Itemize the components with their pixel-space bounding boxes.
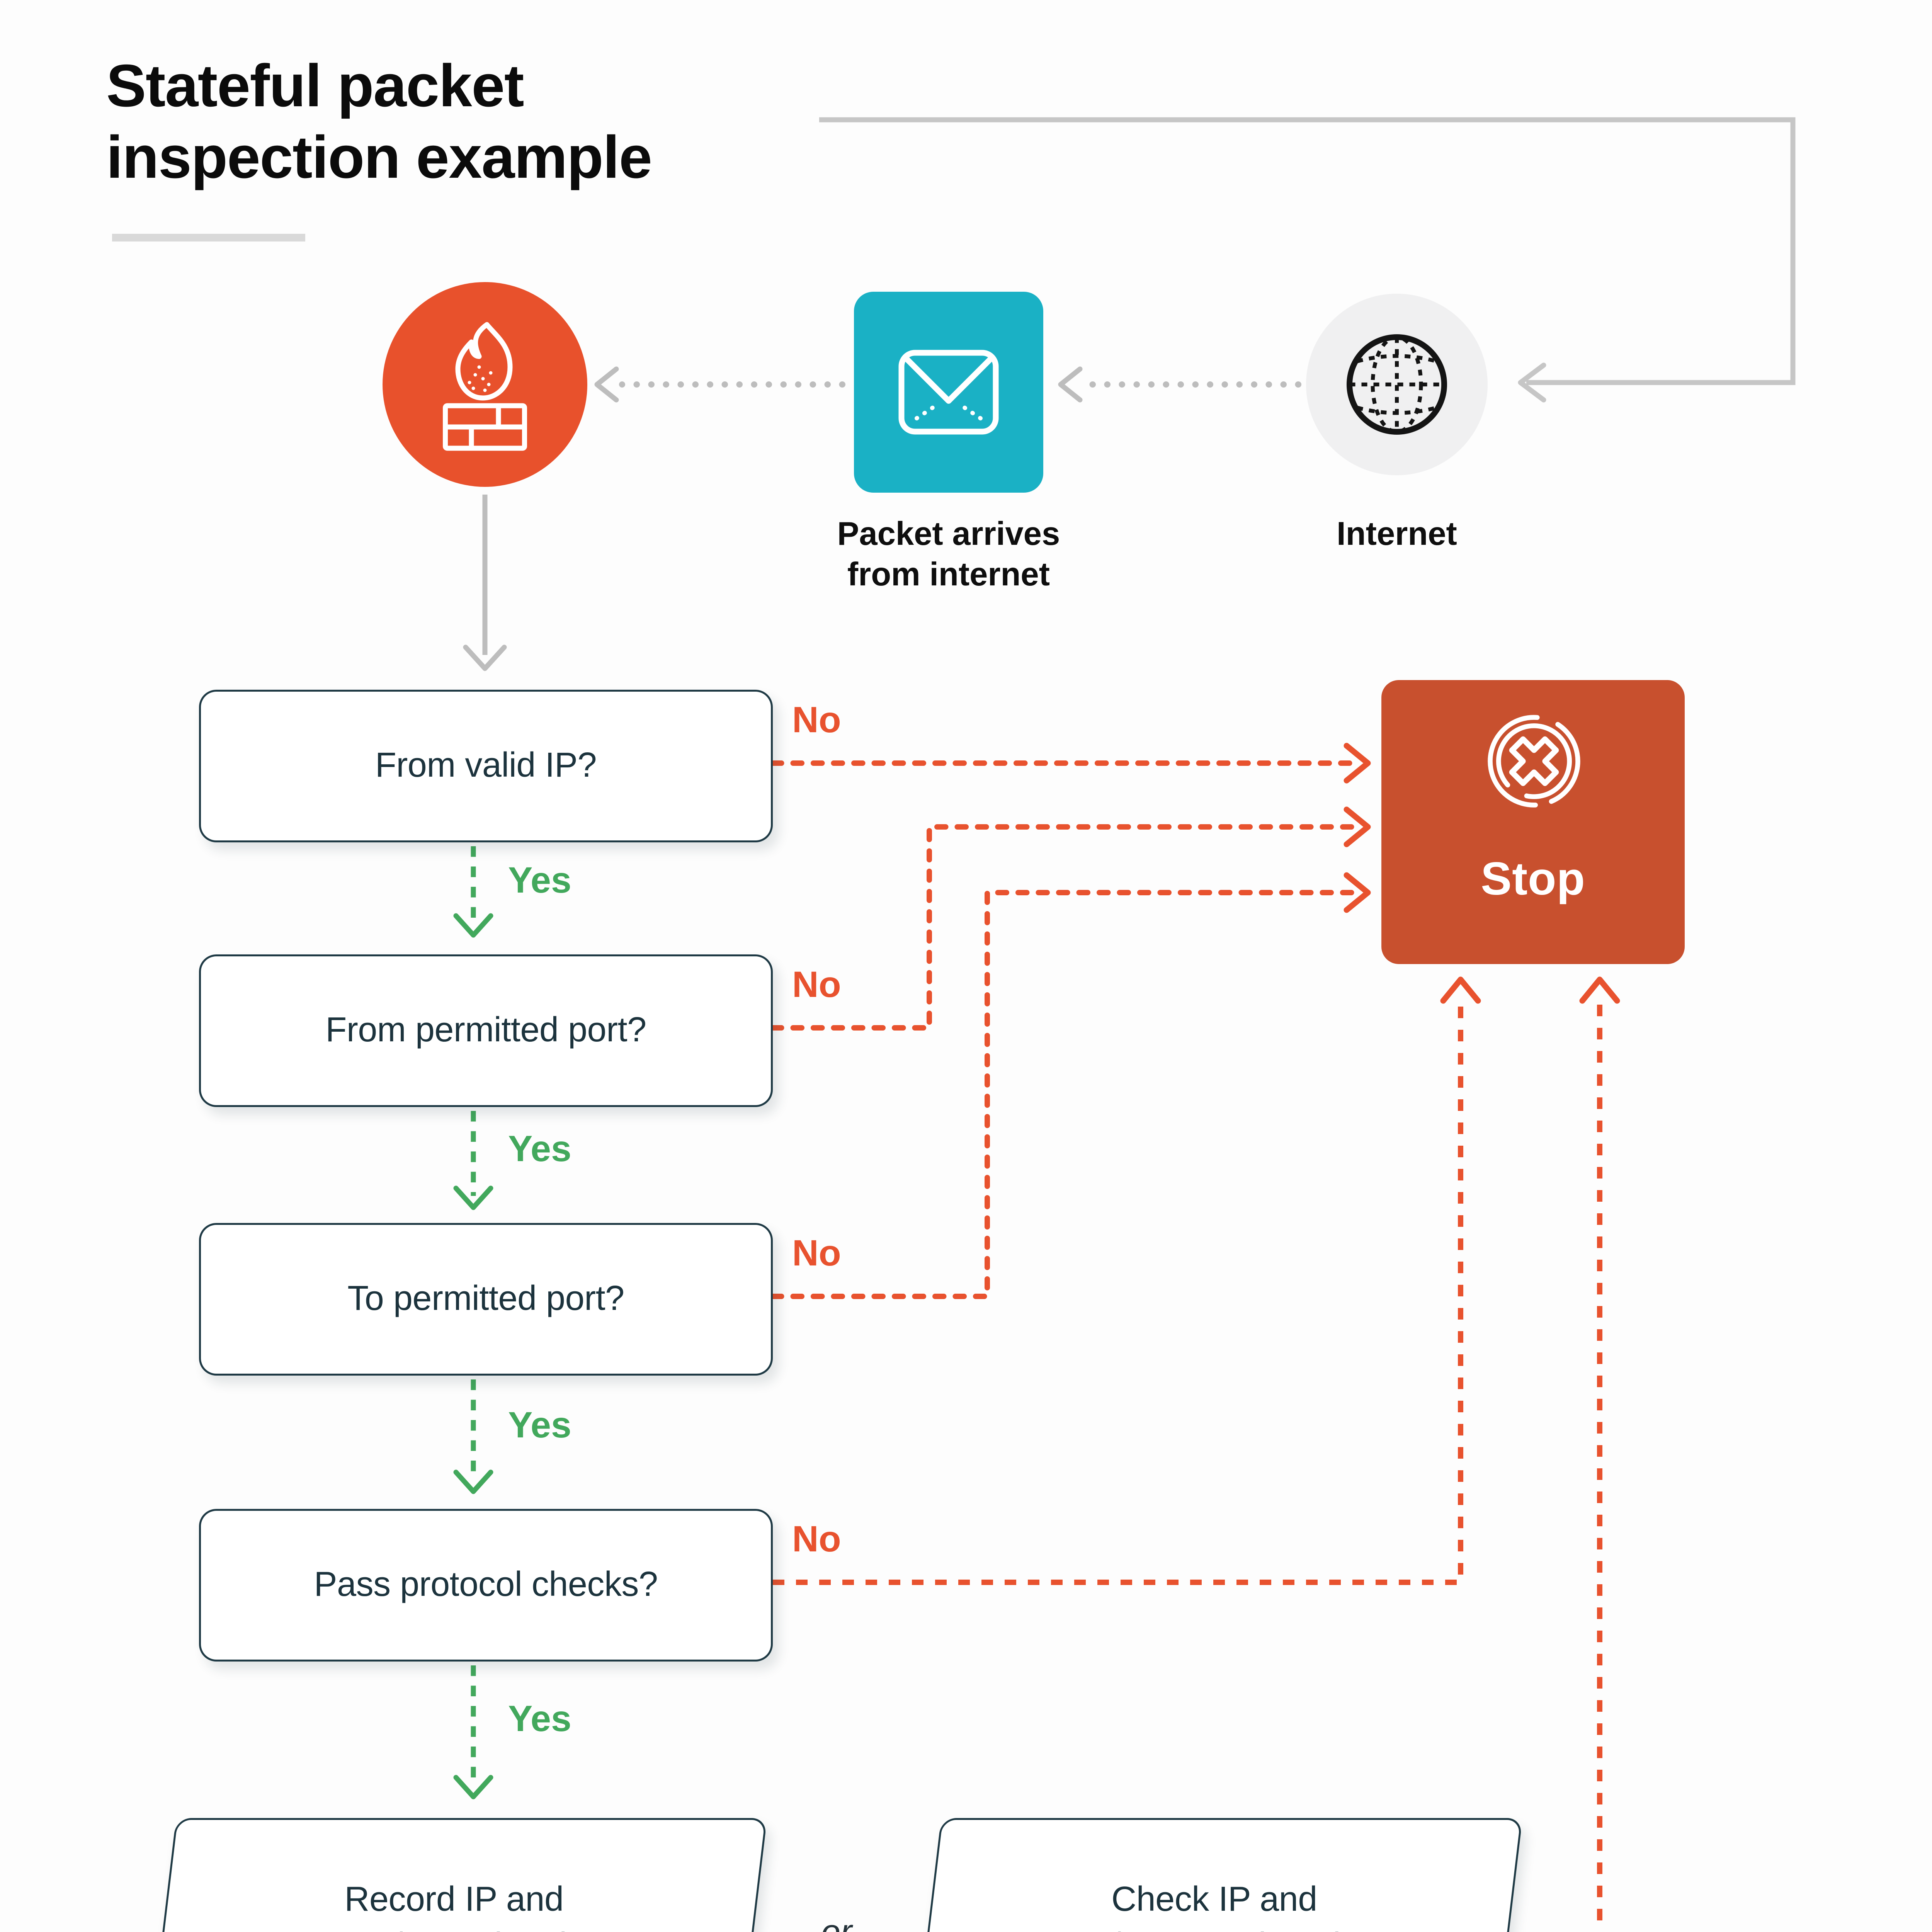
- arrowhead-left-firewall: [594, 366, 619, 403]
- edge-q4-no: [773, 997, 1463, 1585]
- arrowhead-q3-yes: [453, 1469, 493, 1494]
- page-title-line2: inspection example: [106, 124, 652, 191]
- edge-q2-no: [770, 824, 1363, 1031]
- packet-arrives-label-line1: Packet arrives: [837, 516, 1060, 553]
- decision-pass-protocol-checks: Pass protocol checks?: [199, 1509, 773, 1662]
- arrowhead-left-packet: [1058, 366, 1083, 403]
- arrowhead-left-internet: [1518, 362, 1546, 403]
- arrowhead-down-q1: [463, 645, 507, 671]
- internet-label: Internet: [1337, 516, 1457, 553]
- firewall-node: [383, 282, 587, 487]
- q1-no-label: No: [792, 701, 841, 742]
- process-record: Record IP and SYN/ACK data in connection…: [160, 1818, 748, 1932]
- arrowhead-q2-yes: [453, 1185, 493, 1210]
- globe-icon: [1347, 334, 1447, 435]
- title-underline: [112, 234, 305, 242]
- decision-to-permitted-port: To permitted port?: [199, 1223, 773, 1376]
- page-title-line1: Stateful packet: [106, 52, 524, 120]
- arrowhead-q3-no: [1344, 872, 1371, 913]
- packet-arrives-label-line2: from internet: [847, 556, 1050, 594]
- q2-no-label: No: [792, 966, 841, 1007]
- decision-pass-protocol-checks-text: Pass protocol checks?: [314, 1564, 658, 1603]
- q4-yes-label: Yes: [508, 1700, 571, 1741]
- process-check: Check IP and SYN/ACK against data in con…: [925, 1818, 1503, 1932]
- arrowhead-q4-yes: [453, 1775, 493, 1799]
- flame-speckles: [468, 365, 493, 392]
- packet-arrives-label: Packet arrives from internet: [775, 514, 1122, 595]
- envelope-icon: [898, 350, 999, 435]
- process-check-line2: SYN/ACK against data: [1040, 1925, 1388, 1932]
- q3-yes-label: Yes: [508, 1406, 571, 1447]
- q3-no-label: No: [792, 1235, 841, 1275]
- decision-from-valid-ip-text: From valid IP?: [375, 745, 597, 784]
- connector-title-to-internet: [819, 117, 1796, 385]
- arrowhead-q1-yes: [453, 913, 493, 938]
- edge-q3-no: [770, 890, 1363, 1299]
- decision-from-permitted-port-text: From permitted port?: [325, 1010, 646, 1049]
- q1-yes-label: Yes: [508, 862, 571, 902]
- internet-node: [1306, 294, 1488, 475]
- arrowhead-q1-no: [1344, 743, 1371, 784]
- q2-yes-label: Yes: [508, 1130, 571, 1171]
- stop-node: Stop: [1381, 680, 1685, 964]
- arrowhead-q2-no: [1344, 806, 1371, 847]
- stop-circled-x-icon: [1486, 715, 1580, 808]
- process-check-line1: Check IP and: [1111, 1880, 1317, 1919]
- packet-arrives-node: [854, 292, 1043, 493]
- arrowhead-q4-no: [1440, 976, 1481, 1004]
- process-record-line2: SYN/ACK data in: [322, 1925, 586, 1932]
- process-record-line1: Record IP and: [344, 1880, 564, 1919]
- decision-from-permitted-port: From permitted port?: [199, 954, 773, 1107]
- q4-no-label: No: [792, 1520, 841, 1561]
- decision-from-valid-ip: From valid IP?: [199, 690, 773, 842]
- decision-to-permitted-port-text: To permitted port?: [347, 1278, 624, 1317]
- page-title: Stateful packet inspection example: [106, 50, 879, 193]
- firewall-icon: [443, 322, 527, 451]
- or-label: or: [821, 1912, 852, 1932]
- arrowhead-match-no: [1579, 976, 1620, 1004]
- stop-label: Stop: [1481, 854, 1585, 906]
